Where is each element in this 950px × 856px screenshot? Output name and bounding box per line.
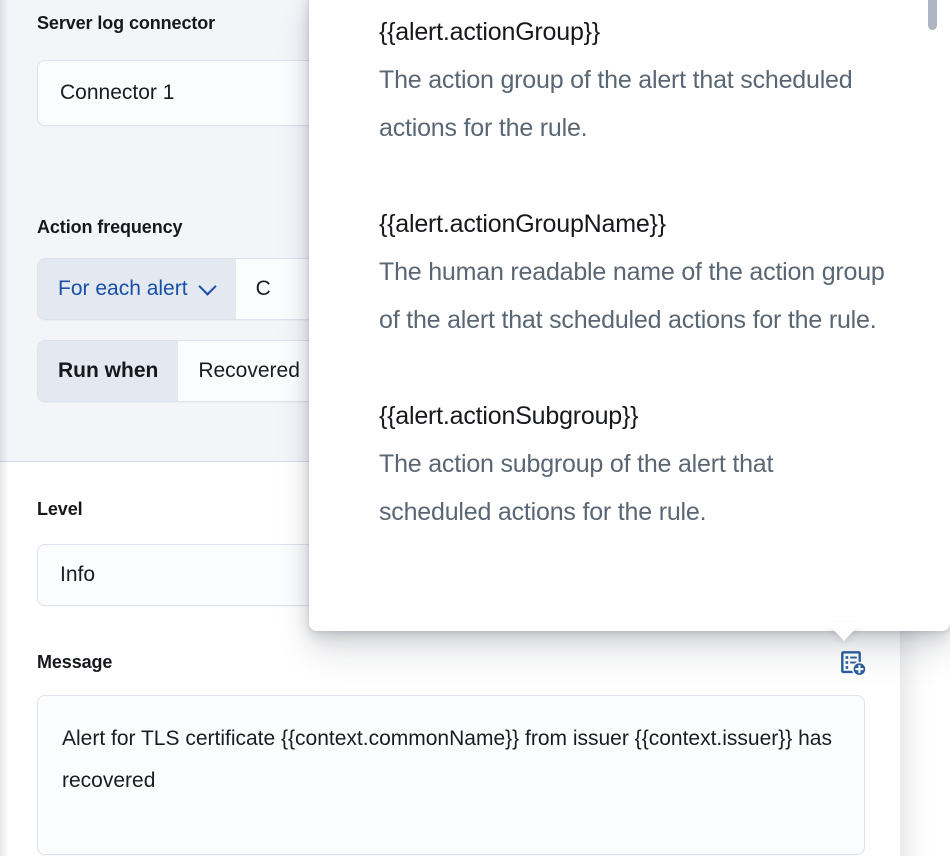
add-variable-popover: {{alert.actionGroup}} The action group of…	[309, 0, 950, 631]
frequency-summary-dropdown-button[interactable]: For each alert	[38, 259, 236, 319]
action-frequency-label: Action frequency	[37, 217, 183, 237]
run-when-value: Recovered	[198, 359, 300, 382]
variable-list-item[interactable]: {{alert.actionGroup}} The action group of…	[379, 8, 890, 152]
level-label: Level	[37, 499, 83, 519]
popover-scrollbar-thumb[interactable]	[928, 0, 937, 30]
chevron-down-icon	[200, 279, 216, 295]
message-block: Message	[37, 649, 867, 855]
variable-list[interactable]: {{alert.actionGroup}} The action group of…	[309, 0, 950, 631]
variable-description: The human readable name of the action gr…	[379, 258, 885, 334]
variable-description: The action group of the alert that sched…	[379, 66, 853, 142]
variable-description: The action subgroup of the alert that sc…	[379, 450, 774, 526]
popover-arrow-icon	[826, 622, 862, 642]
message-header: Message	[37, 649, 867, 677]
variable-name: {{alert.actionSubgroup}}	[379, 402, 639, 430]
server-log-connector-label: Server log connector	[37, 13, 216, 33]
add-variable-icon[interactable]	[839, 649, 869, 679]
message-textarea[interactable]: Alert for TLS certificate {{context.comm…	[37, 695, 865, 855]
variable-name: {{alert.actionGroup}}	[379, 18, 600, 46]
variable-name: {{alert.actionGroupName}}	[379, 210, 666, 238]
frequency-summary-dropdown-label: For each alert	[58, 277, 188, 300]
run-when-label-text: Run when	[58, 359, 159, 382]
frequency-throttle-value: C	[255, 277, 271, 300]
variable-list-item[interactable]: {{alert.actionGroupName}} The human reada…	[379, 200, 890, 344]
run-when-label: Run when	[38, 341, 179, 401]
popover-scrollbar[interactable]	[927, 0, 937, 617]
message-label: Message	[37, 652, 113, 672]
variable-list-item[interactable]: {{alert.actionSubgroup}} The action subgr…	[379, 392, 890, 536]
server-log-connector-value: Connector 1	[60, 81, 175, 104]
level-value: Info	[60, 563, 96, 586]
